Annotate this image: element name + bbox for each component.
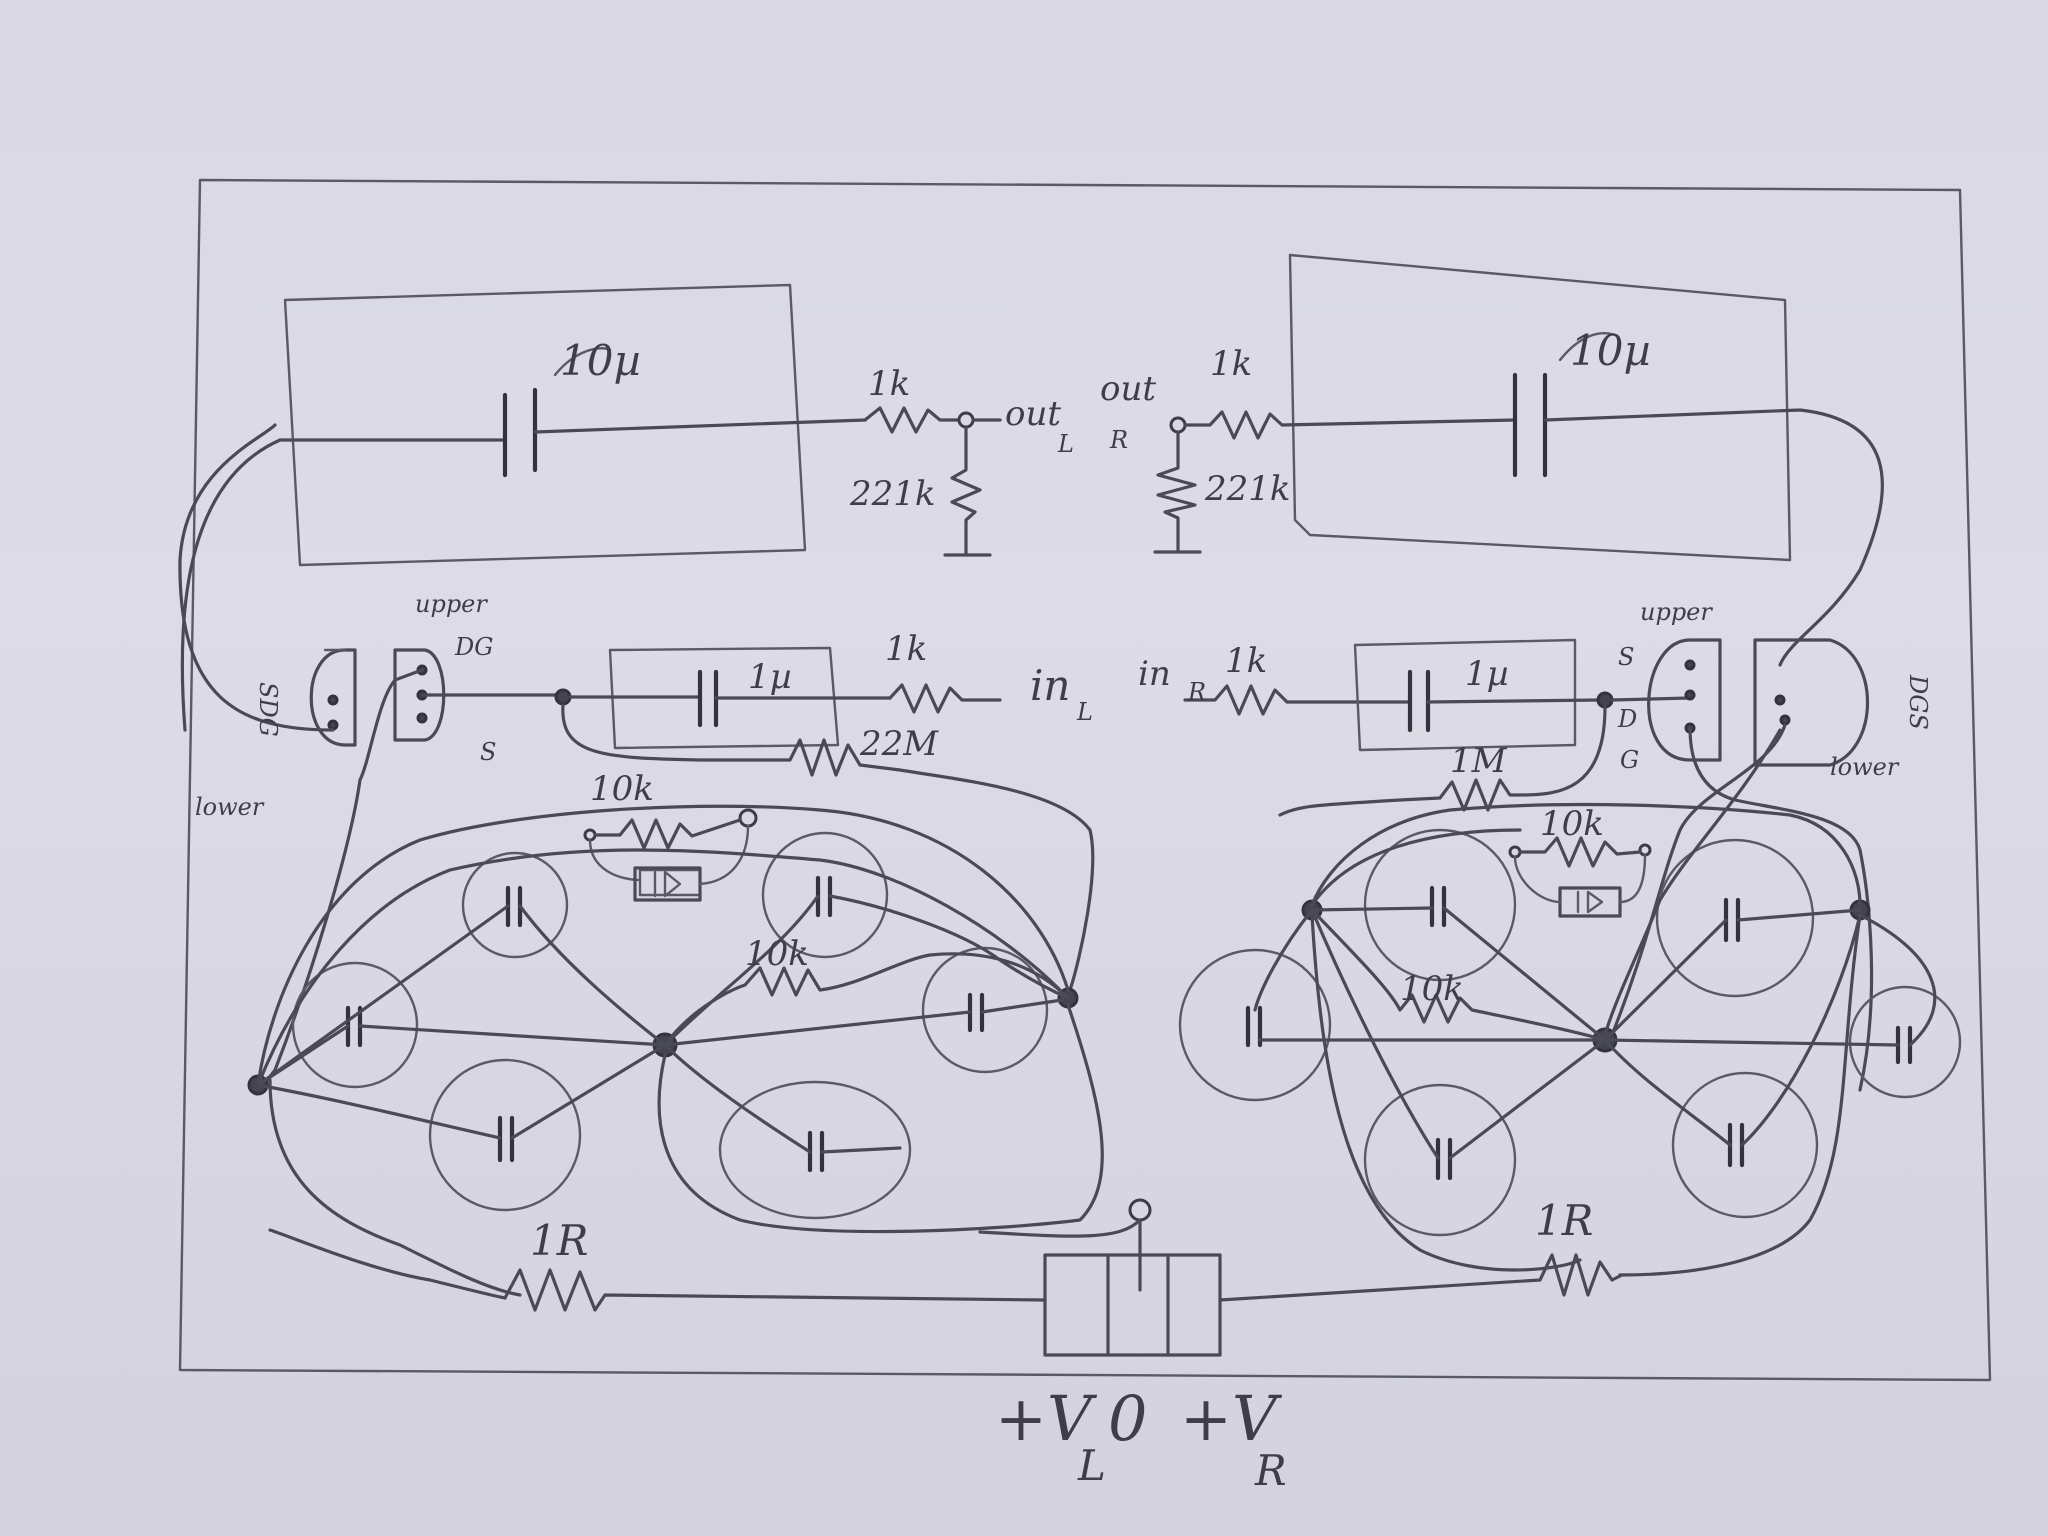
- resistor-1r-right: [1218, 1253, 1624, 1302]
- label-upper-left: upper: [415, 590, 488, 618]
- label-res-10k-mid-right: 10k: [1400, 969, 1464, 1009]
- output-box-right: [1288, 253, 1792, 562]
- label-supply-zero: 0: [1108, 1382, 1147, 1455]
- label-supply-vr: +V: [1180, 1382, 1283, 1455]
- cap-right-1: [1363, 828, 1517, 982]
- label-res-1k-in-left: 1k: [885, 629, 927, 669]
- input-cap-box-right: [1353, 638, 1577, 752]
- label-supply-vl-sub: L: [1077, 1441, 1106, 1490]
- label-cap-1u-right: 1µ: [1465, 654, 1509, 694]
- output-box-left: [283, 283, 807, 567]
- label-res-1m-right: 1M: [1450, 741, 1508, 781]
- cap-left-4: [921, 946, 1049, 1074]
- resistor-1k-out-right: [1183, 410, 1517, 440]
- output-stage-left: [180, 283, 1002, 732]
- node-out-right: [1169, 416, 1187, 434]
- label-res-10k-bias-right: 10k: [1540, 804, 1604, 844]
- resistor-1k-out-left: [863, 406, 967, 434]
- cap-bank-right: [1178, 728, 1962, 1277]
- label-res-1k-out-left: 1k: [868, 364, 910, 404]
- label-s-right: S: [1618, 643, 1634, 671]
- cap-left-2: [761, 831, 889, 959]
- label-res-10k-bias-left: 10k: [590, 769, 654, 809]
- cap-right-3: [1178, 948, 1332, 1102]
- label-d-right: D: [1617, 705, 1637, 733]
- fet-lower-left: [309, 648, 357, 747]
- label-lower-right: lower: [1830, 753, 1900, 781]
- supply-connector: [1043, 1253, 1222, 1357]
- cap-right-5: [1363, 1083, 1517, 1237]
- node-out-left: [957, 411, 975, 429]
- label-cap-10u-right: 10µ: [1570, 326, 1651, 375]
- input-cap-box-left: [608, 646, 840, 750]
- label-res-1k-in-right: 1k: [1225, 641, 1267, 681]
- label-supply-vr-sub: R: [1254, 1446, 1287, 1495]
- label-res-1r-right: 1R: [1535, 1196, 1593, 1245]
- label-in-right-sub: R: [1187, 678, 1206, 706]
- label-dgs-right: DGS: [1904, 674, 1932, 730]
- resistor-1m-right: [1278, 705, 1607, 817]
- label-cap-1u-left: 1µ: [748, 657, 792, 697]
- cap-left-3: [291, 961, 419, 1089]
- node-gate-right: [1596, 691, 1614, 709]
- label-res-10k-mid-left: 10k: [745, 934, 809, 974]
- resistor-221k-left: [950, 425, 982, 557]
- resistor-10k-mid-left: [663, 952, 1070, 1047]
- cap-left-6: [718, 1080, 912, 1220]
- label-out-right-sub: R: [1109, 426, 1128, 454]
- label-res-221k-right: 221k: [1204, 469, 1291, 509]
- label-supply-vl: +V: [995, 1382, 1098, 1455]
- resistor-22m-left: [561, 703, 1095, 992]
- cap-right-2: [1655, 838, 1815, 998]
- label-res-22m-left: 22M: [859, 724, 939, 764]
- cap-right-6: [1671, 1071, 1819, 1219]
- output-stage-right: [1153, 253, 1884, 667]
- input-stage-left: [178, 423, 1095, 1092]
- label-g-right: G: [1620, 746, 1639, 774]
- cap-left-5: [428, 1058, 582, 1212]
- label-res-221k-left: 221k: [849, 474, 936, 514]
- input-stage-right: [1183, 638, 1874, 1092]
- cap-left-1: [461, 851, 569, 959]
- fet-upper-left: [393, 648, 446, 742]
- label-cap-10u-left: 10µ: [560, 336, 641, 385]
- label-upper-right: upper: [1640, 598, 1713, 626]
- supply-ground-node: [1128, 1198, 1152, 1222]
- label-sdg-left: SDG: [254, 682, 282, 737]
- power-supply: [268, 1198, 1624, 1357]
- fet-upper-right: [1647, 638, 1722, 762]
- resistor-1r-left: [503, 1268, 1047, 1312]
- label-res-1k-out-right: 1k: [1210, 344, 1252, 384]
- resistor-1k-in-right: [1183, 684, 1412, 716]
- label-out-left-sub: L: [1057, 430, 1074, 458]
- resistor-1k-in-left: [888, 683, 1002, 714]
- label-in-left: in: [1030, 661, 1070, 710]
- label-s-left: S: [480, 738, 496, 766]
- node-gate-left: [554, 688, 572, 706]
- resistor-10k-bias-left: [593, 818, 742, 850]
- label-in-left-sub: L: [1076, 698, 1093, 726]
- resistor-221k-right: [1156, 430, 1197, 552]
- cap-right-4: [1848, 985, 1962, 1099]
- resistor-10k-bias-right: [1518, 836, 1642, 868]
- fet-lower-right: [1753, 638, 1869, 767]
- label-in-right: in: [1138, 654, 1171, 694]
- label-dg-left: DG: [454, 633, 493, 661]
- cap-bank-left: [247, 804, 1104, 1297]
- board-outline: [178, 178, 1992, 1382]
- label-res-1r-left: 1R: [530, 1216, 588, 1265]
- label-out-left: out: [1005, 394, 1061, 434]
- label-out-right: out: [1100, 369, 1156, 409]
- resistor-10k-mid-right: [1310, 908, 1607, 1042]
- label-lower-left: lower: [195, 793, 265, 821]
